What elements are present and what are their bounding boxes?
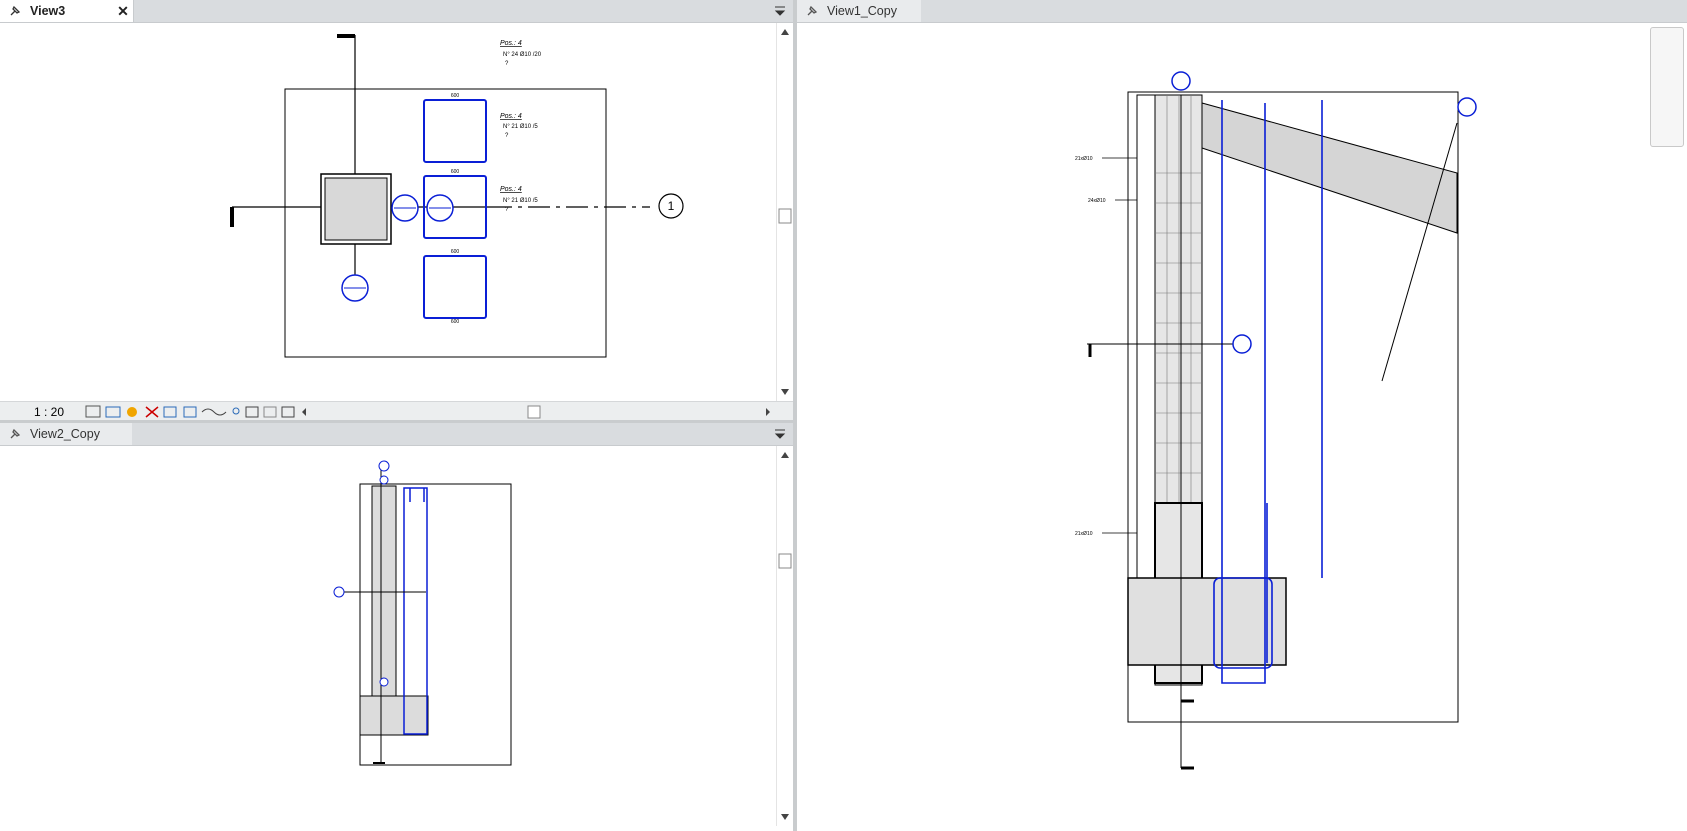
rebar-tag: 21xØ10 [1075, 156, 1093, 162]
pos-label: Pos.: 4 [500, 186, 522, 193]
view1-canvas[interactable]: 21xØ10 24xØ10 21xØ10 [797, 23, 1687, 831]
view3-horizontal-scrollbar[interactable] [300, 403, 780, 421]
tab-menu-icon[interactable] [773, 2, 787, 18]
pin-icon [807, 5, 818, 16]
tab-view3[interactable]: View3 ✕ [0, 0, 134, 22]
pane-divider-horizontal[interactable] [0, 420, 793, 423]
pin-icon [10, 5, 21, 16]
tab-view2-copy[interactable]: View2_Copy [0, 423, 132, 445]
close-icon[interactable]: ✕ [117, 2, 129, 19]
view3-vertical-scrollbar[interactable] [776, 23, 793, 401]
pin-icon [10, 428, 21, 439]
navigation-bar[interactable] [1650, 27, 1684, 147]
pos-desc: N° 21 Ø10 /5 [503, 124, 538, 130]
view1-tabbar: View1_Copy [797, 0, 1687, 23]
view-control-icons[interactable] [84, 403, 324, 421]
pos-desc: N° 24 Ø10 /20 [503, 52, 542, 58]
view3-tabbar: View3 ✕ [0, 0, 793, 23]
view2-drawing[interactable] [0, 446, 777, 826]
view3-canvas[interactable]: 1 600 600 600 600 Pos.: 4 N° 24 Ø10 /20 … [0, 23, 777, 401]
pos-label: Pos.: 4 [500, 113, 522, 120]
view1-drawing[interactable]: 21xØ10 24xØ10 21xØ10 [797, 23, 1687, 831]
dim-label: 600 [451, 93, 460, 99]
pos-desc: N° 21 Ø10 /5 [503, 198, 538, 204]
pos-q: ? [505, 133, 509, 139]
tab-menu-icon[interactable] [773, 425, 787, 441]
view2-canvas[interactable] [0, 446, 777, 826]
dim-label: 600 [451, 319, 460, 325]
tab-view1-copy[interactable]: View1_Copy [797, 0, 921, 22]
tab-view3-label: View3 [30, 4, 66, 18]
view2-pane: View2_Copy [0, 423, 793, 831]
grid-bubble-label: 1 [668, 199, 675, 213]
rebar-tag: 21xØ10 [1075, 531, 1093, 537]
pos-q: ? [505, 207, 509, 213]
tab-view2-label: View2_Copy [30, 427, 100, 441]
view2-vertical-scrollbar[interactable] [776, 446, 793, 826]
rebar-tag: 24xØ10 [1088, 198, 1106, 204]
pane-divider[interactable] [793, 0, 797, 831]
column-grid [1155, 95, 1202, 504]
view2-tabbar: View2_Copy [0, 423, 793, 446]
pos-q: ? [505, 61, 509, 67]
dim-label: 600 [451, 249, 460, 255]
view3-pane: View3 ✕ 1 [0, 0, 793, 422]
view3-drawing[interactable]: 1 600 600 600 600 Pos.: 4 N° 24 Ø10 /20 … [0, 23, 777, 401]
tab-view1-label: View1_Copy [827, 4, 897, 18]
scale-label[interactable]: 1 : 20 [34, 405, 65, 419]
pos-label: Pos.: 4 [500, 40, 522, 47]
dim-label: 600 [451, 169, 460, 175]
view1-pane: View1_Copy [797, 0, 1687, 831]
view3-view-control-bar: 1 : 20 [0, 401, 793, 422]
